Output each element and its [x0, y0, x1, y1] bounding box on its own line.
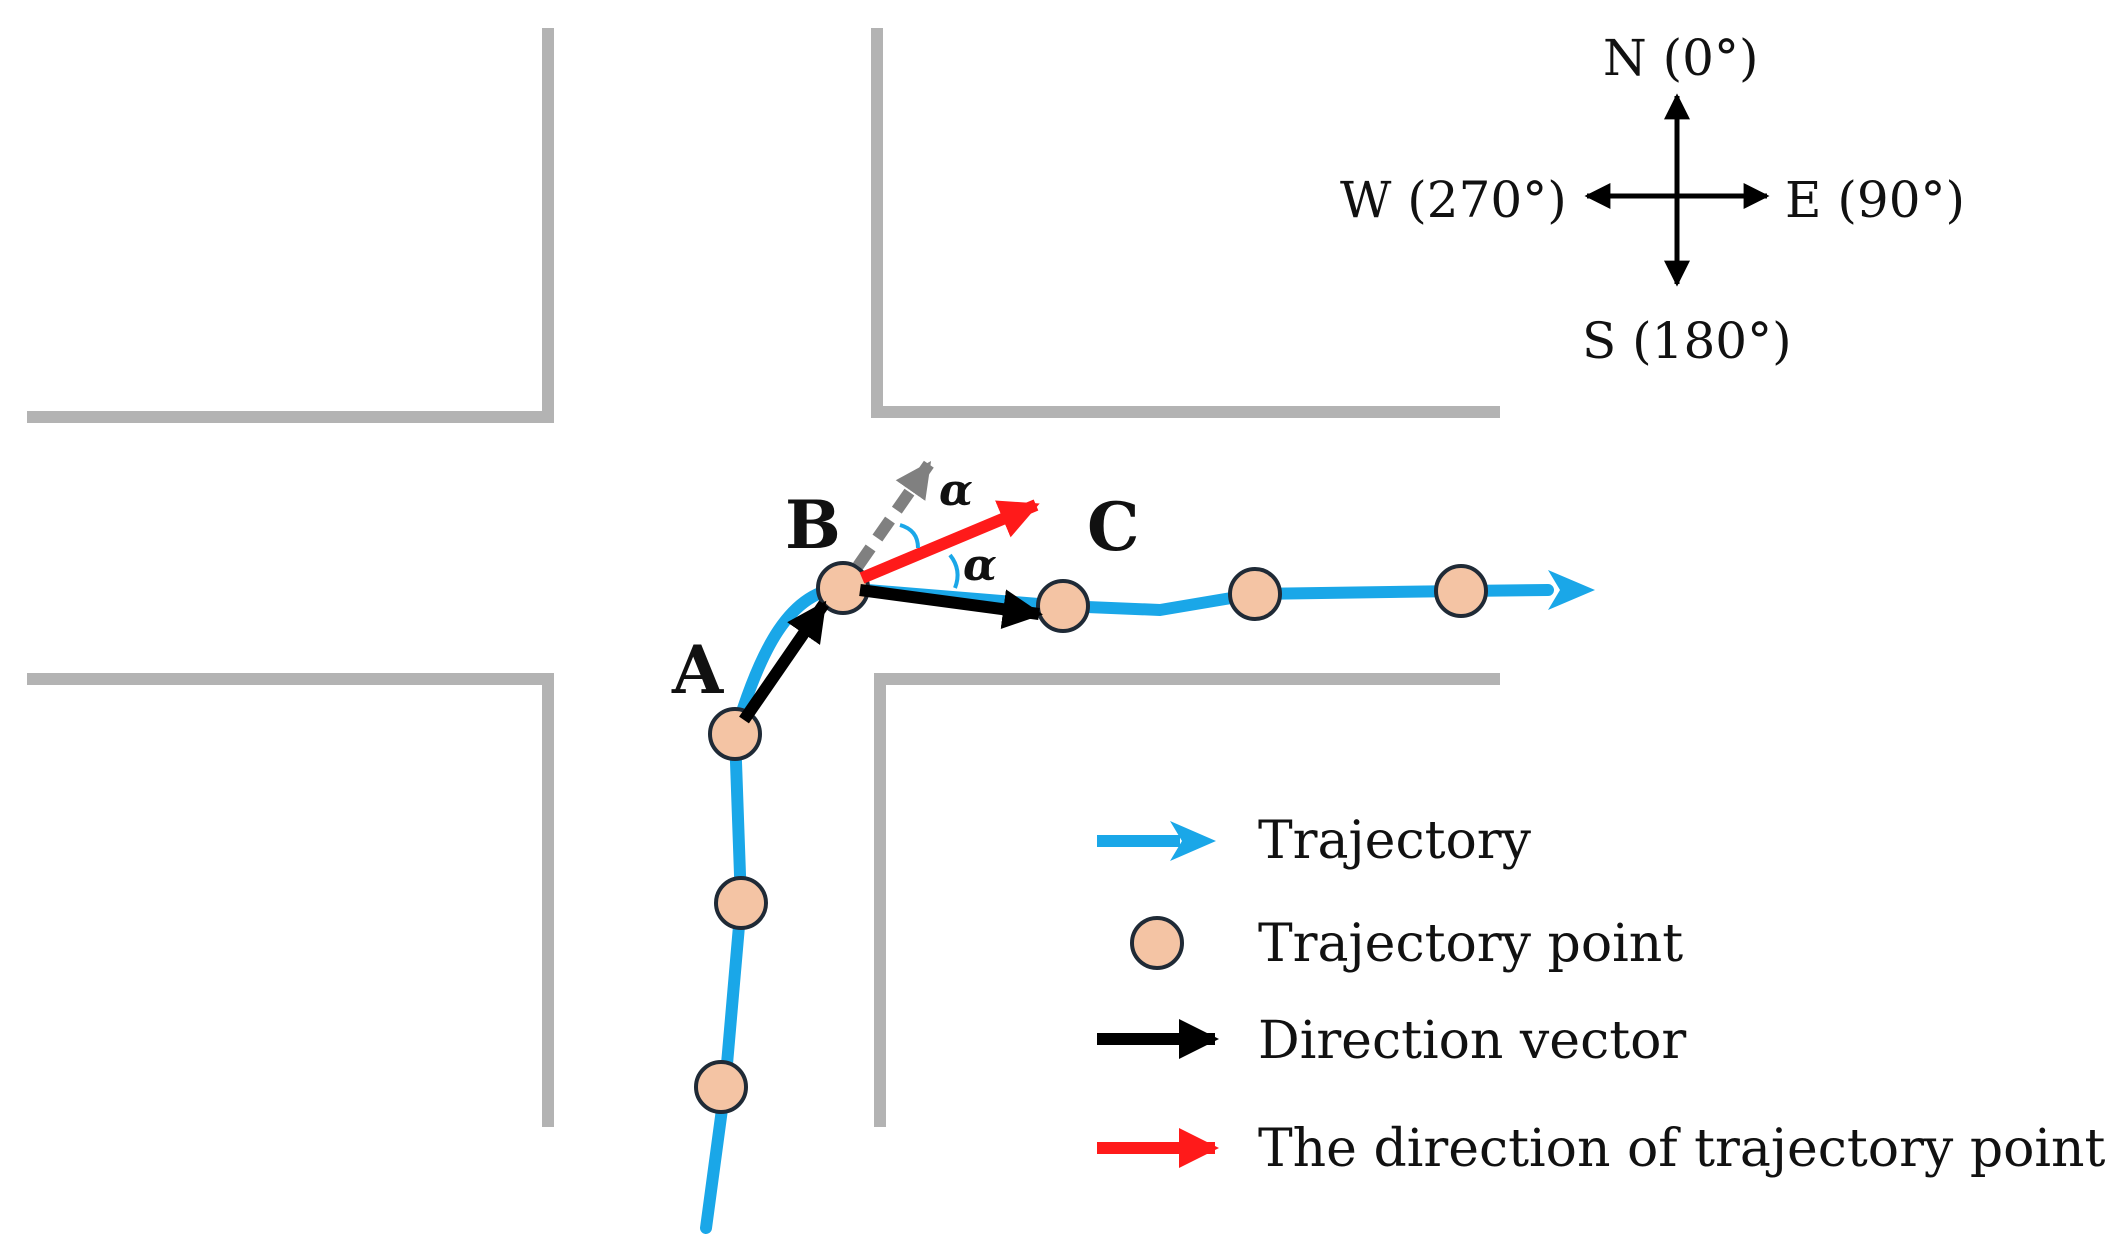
road-edge-top-right [871, 28, 1500, 418]
angle-label-lower: α [963, 540, 997, 591]
trajectory-points [694, 561, 1488, 1114]
angle-label-upper: α [939, 465, 973, 516]
point-label-b: B [785, 486, 841, 564]
angle-arc-lower [948, 553, 960, 589]
legend-trajectory-arrowhead [1170, 821, 1216, 861]
legend: Trajectory Trajectory point Direction ve… [1097, 811, 2106, 1179]
legend-label-trajectory: Trajectory [1258, 811, 1532, 871]
legend-trajectory-point-swatch [1130, 916, 1184, 970]
legend-item-direction-vector: Direction vector [1097, 1011, 1686, 1071]
trajectory-point-c [1036, 579, 1090, 633]
compass-label-west: W (270°) [1340, 171, 1567, 229]
compass: N (0°) E (90°) S (180°) W (270°) [1340, 29, 1965, 370]
legend-label-trajectory-point: Trajectory point [1258, 914, 1683, 974]
trajectory-point [1434, 564, 1488, 618]
legend-item-trajectory-point: Trajectory point [1130, 914, 1683, 974]
compass-label-south: S (180°) [1582, 312, 1792, 370]
legend-label-direction-vector: Direction vector [1258, 1011, 1686, 1071]
trajectory-point [694, 1060, 748, 1114]
road-edge-bottom-left [27, 673, 554, 1127]
legend-item-trajectory: Trajectory [1097, 811, 1532, 871]
point-direction-vector [859, 499, 1040, 584]
compass-label-east: E (90°) [1785, 171, 1965, 229]
compass-label-north: N (0°) [1603, 29, 1758, 87]
point-label-a: A [671, 631, 724, 709]
road-edge-top-left [27, 28, 554, 423]
angle-arc-upper [899, 523, 920, 549]
road-edge-bottom-right [874, 673, 1500, 1127]
trajectory-point [1228, 567, 1282, 621]
legend-item-point-direction: The direction of trajectory point [1097, 1119, 2106, 1179]
point-label-c: C [1087, 488, 1140, 566]
direction-vector-bc [859, 584, 1043, 630]
direction-vector-ab [739, 600, 829, 724]
legend-label-point-direction: The direction of trajectory point [1258, 1119, 2106, 1179]
road-edges [27, 28, 1500, 1127]
trajectory-point [714, 876, 768, 930]
reference-vector [853, 460, 934, 570]
trajectory-arrowhead [1548, 570, 1595, 610]
